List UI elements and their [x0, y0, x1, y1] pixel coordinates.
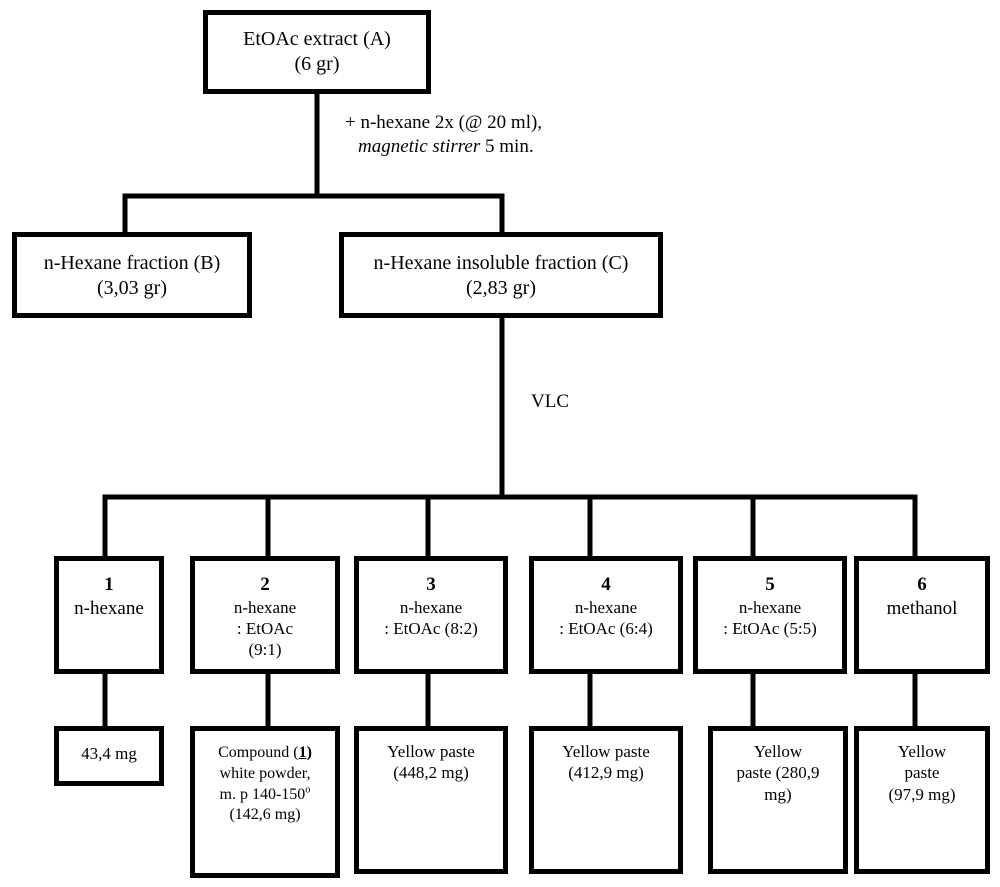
result-box-4: Yellow paste (412,9 mg): [529, 726, 683, 874]
eluent-box-5: 5 n-hexane : EtOAc (5:5): [693, 556, 847, 674]
compound-number: 1: [298, 744, 307, 761]
eluent-number: 1: [104, 574, 114, 595]
result-line1: 43,4 mg: [81, 744, 137, 763]
hexane-wash-step-label: + n-hexane 2x (@ 20 ml), magnetic stirre…: [345, 111, 542, 159]
result-line2: paste: [904, 763, 940, 783]
extract-title: EtOAc extract (A): [243, 28, 391, 50]
result-line2: (412,9 mg): [568, 763, 644, 783]
eluent-line2: : EtOAc (5:5): [723, 619, 817, 638]
eluent-box-1: 1 n-hexane: [54, 556, 164, 674]
hexane-wash-line2: magnetic stirrer 5 min.: [358, 135, 534, 157]
result-line1: Yellow: [753, 742, 803, 761]
hexane-insoluble-fraction-c-box: n-Hexane insoluble fraction (C) (2,83 gr…: [339, 232, 663, 318]
eluent-box-4: 4 n-hexane : EtOAc (6:4): [529, 556, 683, 674]
eluent-number: 2: [260, 574, 270, 595]
result-line1: Yellow paste: [562, 742, 650, 761]
result-box-5: Yellow paste (280,9 mg): [708, 726, 848, 874]
result-box-6: Yellow paste (97,9 mg): [854, 726, 990, 874]
hexane-fraction-b-box: n-Hexane fraction (B) (3,03 gr): [12, 232, 252, 318]
eluent-line1: n-hexane: [738, 597, 802, 617]
eluent-line2: : EtOAc (8:2): [384, 619, 478, 638]
eluent-number: 6: [917, 574, 927, 595]
eluent-line1: n-hexane: [74, 597, 144, 619]
fraction-b-title: n-Hexane fraction (B): [43, 252, 221, 274]
eluent-line1: n-hexane: [233, 597, 297, 617]
eluent-number: 5: [765, 574, 775, 595]
fraction-c-title: n-Hexane insoluble fraction (C): [373, 252, 629, 274]
result-line1: Yellow: [897, 742, 947, 761]
eluent-line2: : EtOAc: [236, 619, 294, 638]
melting-point-line: m. p 140-150o: [219, 784, 311, 803]
eluent-line1: n-hexane: [574, 597, 638, 617]
result-line4: (142,6 mg): [229, 806, 301, 824]
eluent-line1: n-hexane: [399, 597, 463, 617]
fraction-b-mass: (3,03 gr): [97, 277, 167, 299]
eluent-box-6: 6 methanol: [854, 556, 990, 674]
eluent-line1: methanol: [886, 597, 958, 619]
extract-mass: (6 gr): [294, 53, 340, 75]
compound-line: Compound (1): [218, 744, 312, 761]
result-line2: paste (280,9: [736, 763, 820, 783]
eluent-box-3: 3 n-hexane : EtOAc (8:2): [354, 556, 508, 674]
result-line3: (97,9 mg): [888, 784, 956, 804]
eluent-number: 4: [601, 574, 611, 595]
ethyl-acetate-extract-box: EtOAc extract (A) (6 gr): [203, 10, 431, 94]
eluent-box-2: 2 n-hexane : EtOAc (9:1): [190, 556, 340, 674]
result-line1: Yellow paste: [387, 742, 475, 761]
hexane-wash-line1: + n-hexane 2x (@ 20 ml),: [345, 112, 543, 133]
eluent-line3: (9:1): [248, 640, 282, 660]
result-box-3: Yellow paste (448,2 mg): [354, 726, 508, 874]
result-line3: mg): [764, 784, 792, 804]
fraction-c-mass: (2,83 gr): [466, 277, 536, 299]
eluent-line2: : EtOAc (6:4): [559, 619, 653, 638]
vlc-step-label: VLC: [531, 391, 569, 412]
result-line2: (448,2 mg): [393, 763, 469, 783]
result-box-2: Compound (1) white powder, m. p 140-150o…: [190, 726, 340, 878]
eluent-number: 3: [426, 574, 436, 595]
result-box-1: 43,4 mg: [54, 726, 164, 786]
result-line2: white powder,: [219, 764, 311, 782]
